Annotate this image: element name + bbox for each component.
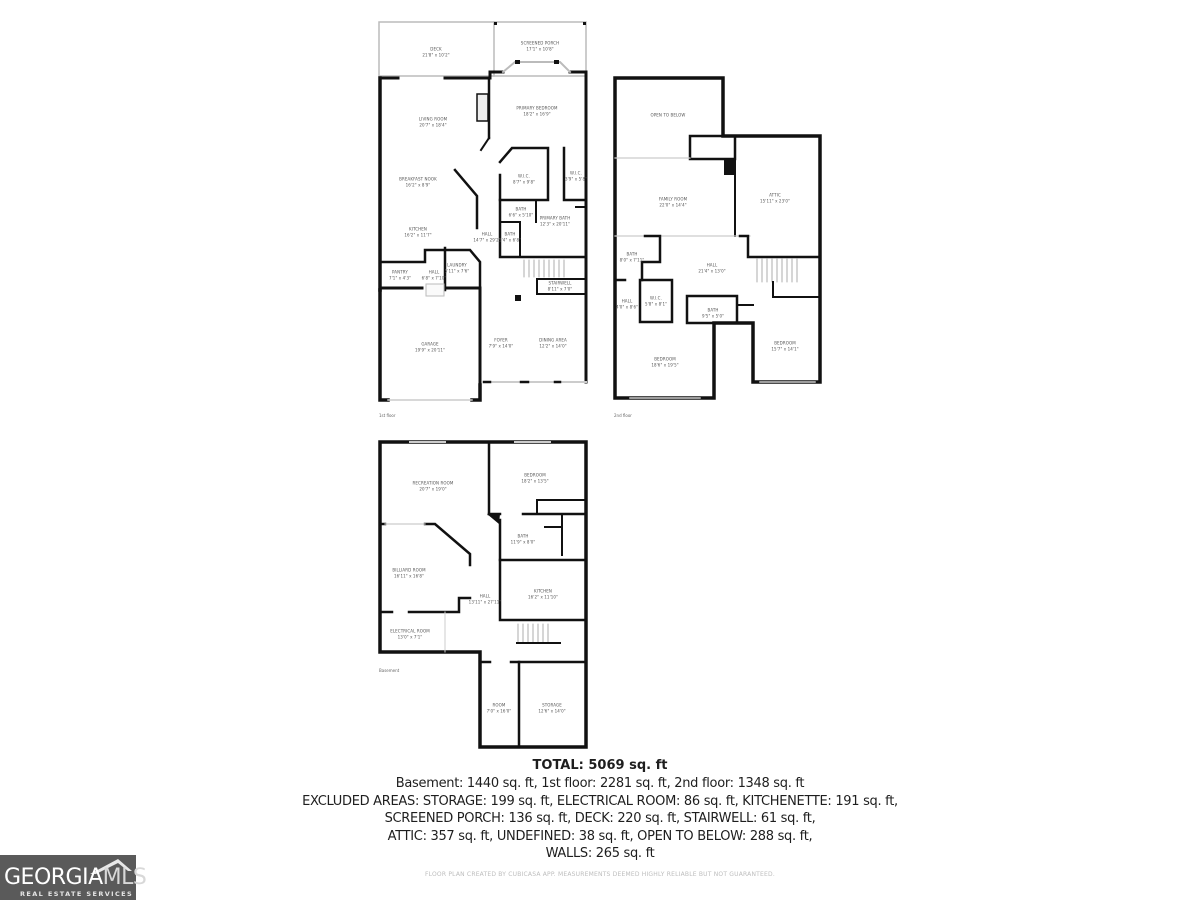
floor-label-1st: 1st floor	[379, 413, 396, 418]
excluded-areas-line-4: WALLS: 265 sq. ft	[545, 846, 655, 861]
room-label-wic-2nd: W.I.C.5'8" x 8'1"	[644, 295, 668, 307]
floor-areas-line: Basement: 1440 sq. ft, 1st floor: 2281 s…	[395, 776, 805, 791]
total-area: TOTAL: 5069 sq. ft	[532, 758, 668, 773]
georgia-mls-logo: GEORGIAMLS REAL ESTATE SERVICES	[0, 855, 147, 900]
logo-tagline: REAL ESTATE SERVICES	[20, 890, 134, 898]
excluded-areas-line-3: ATTIC: 357 sq. ft, UNDEFINED: 38 sq. ft,…	[387, 828, 813, 844]
room-label-open-to-below: OPEN TO BELOW	[650, 112, 686, 118]
room-label-wic-small: W.I.C.3'9" x 5'8"	[564, 170, 588, 182]
logo-wordmark: GEORGIAMLS	[4, 865, 147, 890]
roof-icon	[90, 859, 132, 874]
excluded-areas-line-2: SCREENED PORCH: 136 sq. ft, DECK: 220 sq…	[384, 811, 816, 826]
area-summary: TOTAL: 5069 sq. ft Basement: 1440 sq. ft…	[0, 757, 1200, 863]
excluded-areas-line-1: EXCLUDED AREAS: STORAGE: 199 sq. ft, ELE…	[302, 793, 898, 809]
floor-label-2nd: 2nd floor	[614, 413, 632, 418]
floor-label-basement: Basement	[379, 668, 400, 673]
room-label-wic: W.I.C.8'7" x 9'8"	[512, 173, 536, 185]
disclaimer-text: FLOOR PLAN CREATED BY CUBICASA APP. MEAS…	[425, 871, 775, 878]
floor-plan-walls	[378, 21, 822, 749]
